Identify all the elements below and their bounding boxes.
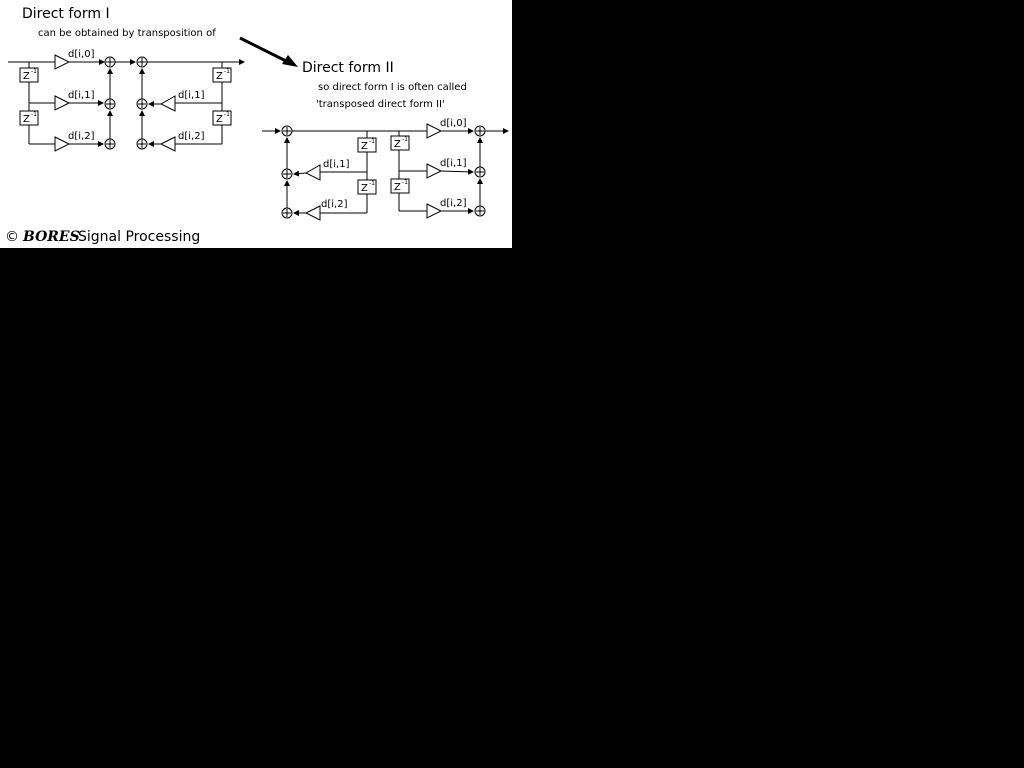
gain-triangle: [159, 136, 176, 152]
delay-label: Z: [23, 114, 30, 125]
coef-label: d[i,1]: [323, 159, 350, 170]
delay-exponent: -1: [369, 180, 375, 187]
coef-label: d[i,0]: [440, 118, 467, 129]
subtitle-direct-form-1: can be obtained by transposition of: [38, 28, 216, 39]
coef-label: d[i,2]: [321, 199, 348, 210]
direct-form-2-structure: Z -1 Z -1 d[i,1] d[i,2] Z -1 Z -1 d[i,0]…: [262, 118, 509, 221]
delay-label: Z: [394, 139, 401, 150]
transposition-arrow: [239, 36, 298, 67]
subtitle-direct-form-2-line1: so direct form I is often called: [318, 82, 467, 93]
bores-logo: BORES: [22, 229, 80, 245]
gain-triangle: [54, 136, 71, 152]
direct-form-1-structure: Z -1 Z -1 d[i,0] d[i,1] d[i,2]: [8, 49, 245, 152]
gain-triangle: [304, 205, 321, 221]
gain-triangle: [426, 123, 443, 139]
diagram-panel: Direct form I can be obtained by transpo…: [0, 0, 512, 248]
gain-triangle: [54, 54, 71, 70]
gain-triangle: [159, 95, 176, 112]
delay-exponent: -1: [402, 136, 408, 143]
delay-exponent: -1: [224, 68, 230, 75]
delay-label: Z: [23, 71, 30, 82]
delay-box: [390, 178, 410, 194]
delay-box: [212, 110, 232, 126]
footer-text: Signal Processing: [78, 229, 200, 245]
delay-box: [19, 110, 39, 126]
coef-label: d[i,1]: [68, 90, 95, 101]
copyright-footer: © BORES Signal Processing: [5, 229, 200, 245]
coef-label: d[i,2]: [178, 131, 205, 142]
coef-label: d[i,1]: [178, 90, 205, 101]
delay-label: Z: [361, 183, 368, 194]
delay-label: Z: [216, 114, 223, 125]
coef-label: d[i,2]: [440, 198, 467, 209]
delay-label: Z: [361, 141, 368, 152]
delay-box: [19, 67, 39, 83]
delay-exponent: -1: [402, 179, 408, 186]
delay-box: [357, 137, 377, 153]
gain-triangle: [426, 203, 443, 219]
gain-triangle: [426, 163, 443, 179]
gain-triangle: [54, 95, 71, 111]
title-direct-form-1: Direct form I: [22, 6, 110, 22]
title-direct-form-2: Direct form II: [302, 60, 394, 76]
copyright-symbol: ©: [5, 229, 19, 245]
coef-label: d[i,2]: [68, 131, 95, 142]
coef-label: d[i,0]: [68, 49, 95, 60]
gain-triangle: [304, 164, 321, 181]
delay-exponent: -1: [224, 111, 230, 118]
coef-label: d[i,1]: [440, 158, 467, 169]
delay-exponent: -1: [31, 68, 37, 75]
delay-box: [212, 67, 232, 83]
filter-structures-diagram: Direct form I can be obtained by transpo…: [5, 6, 509, 245]
delay-exponent: -1: [31, 111, 37, 118]
delay-exponent: -1: [369, 138, 375, 145]
subtitle-direct-form-2-line2: 'transposed direct form II': [316, 99, 445, 110]
delay-box: [357, 179, 377, 195]
delay-label: Z: [394, 182, 401, 193]
delay-box: [390, 135, 410, 151]
delay-label: Z: [216, 71, 223, 82]
